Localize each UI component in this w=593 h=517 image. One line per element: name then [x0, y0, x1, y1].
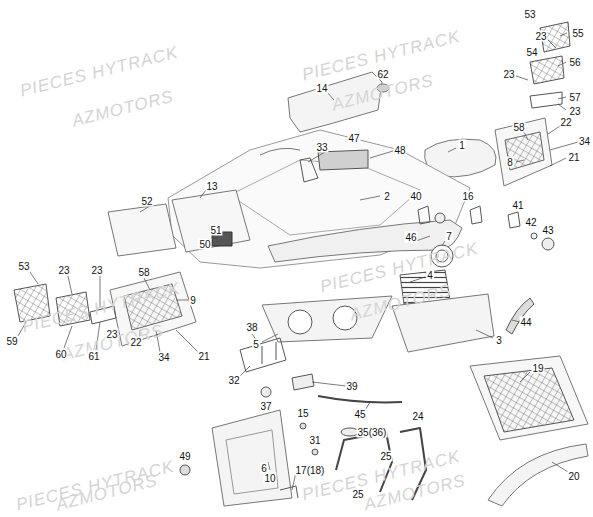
callout-number: 54 [525, 47, 538, 58]
callout-number: 20 [567, 471, 580, 482]
callout-number: 35(36) [357, 427, 388, 438]
callout-number: 6 [260, 463, 268, 474]
callout-number: 2 [383, 191, 391, 202]
callout-number: 9 [189, 295, 197, 306]
callout-number: 5 [252, 339, 260, 350]
callout-number: 17(18) [295, 465, 326, 476]
callout-number: 46 [404, 232, 417, 243]
callout-number: 3 [495, 335, 503, 346]
callout-number: 52 [140, 196, 153, 207]
callout-number: 44 [519, 317, 532, 328]
callout-number: 14 [315, 83, 328, 94]
callout-number: 22 [129, 337, 142, 348]
callout-number: 13 [205, 181, 218, 192]
callout-number: 42 [524, 217, 537, 228]
callout-number: 53 [17, 261, 30, 272]
callout-number: 34 [578, 136, 591, 147]
callout-number: 55 [571, 28, 584, 39]
callout-number: 25 [379, 451, 392, 462]
callout-number: 4 [426, 270, 434, 281]
callout-number: 23 [90, 265, 103, 276]
callout-number: 61 [87, 351, 100, 362]
callout-number: 43 [541, 225, 554, 236]
callout-number: 40 [409, 191, 422, 202]
callout-number: 23 [105, 329, 118, 340]
callout-number: 23 [568, 106, 581, 117]
callout-number: 56 [568, 57, 581, 68]
callout-number: 15 [296, 408, 309, 419]
callout-number: 49 [178, 451, 191, 462]
callout-number: 1 [458, 140, 466, 151]
callout-number: 8 [506, 157, 514, 168]
callout-number: 51 [209, 225, 222, 236]
callout-number: 24 [411, 411, 424, 422]
callout-number: 22 [559, 117, 572, 128]
callout-number: 45 [353, 409, 366, 420]
callout-number: 16 [461, 191, 474, 202]
callout-number: 7 [445, 231, 453, 242]
callout-number: 25 [351, 489, 364, 500]
callout-number: 34 [157, 352, 170, 363]
callout-number: 39 [345, 381, 358, 392]
callout-number: 60 [54, 349, 67, 360]
callout-number: 31 [308, 435, 321, 446]
callout-number: 23 [534, 31, 547, 42]
callout-number: 57 [568, 92, 581, 103]
callout-number: 32 [227, 375, 240, 386]
callout-number: 48 [393, 145, 406, 156]
callout-number: 21 [567, 152, 580, 163]
callout-number: 38 [245, 322, 258, 333]
callout-number: 21 [197, 351, 210, 362]
watermark: AZMOTORS [70, 87, 176, 132]
callout-number: 58 [512, 122, 525, 133]
callout-number: 41 [511, 200, 524, 211]
callout-number: 23 [502, 69, 515, 80]
callout-number: 47 [347, 133, 360, 144]
callout-number: 62 [376, 69, 389, 80]
callout-number: 50 [198, 239, 211, 250]
callout-number: 33 [315, 142, 328, 153]
callout-number: 58 [137, 267, 150, 278]
callout-number: 23 [57, 265, 70, 276]
callout-number: 10 [263, 473, 276, 484]
callout-number: 53 [523, 9, 536, 20]
callout-number: 19 [531, 363, 544, 374]
callout-number: 37 [259, 401, 272, 412]
callout-number: 59 [5, 336, 18, 347]
